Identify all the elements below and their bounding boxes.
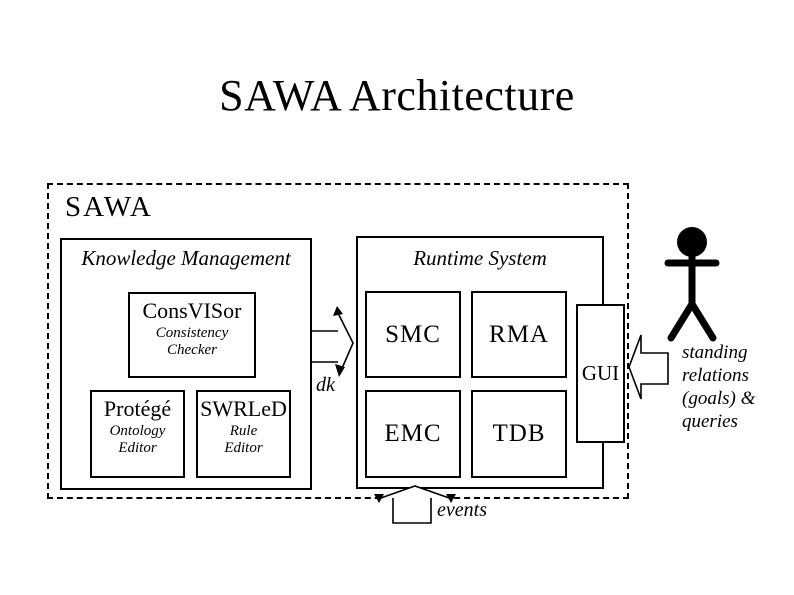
swrled-subtitle: Rule Editor xyxy=(224,423,263,456)
events-arrow-icon xyxy=(374,485,456,524)
person-icon xyxy=(664,227,720,342)
user-input-arrow-icon xyxy=(628,334,669,400)
swrled-title: SWRLeD xyxy=(200,396,287,421)
runtime-system-label: Runtime System xyxy=(413,246,547,270)
dk-flow-label: dk xyxy=(316,374,335,396)
protege-subtitle: Ontology Editor xyxy=(109,423,166,456)
knowledge-management-label: Knowledge Management xyxy=(81,246,291,270)
rma-box: RMA xyxy=(471,291,567,378)
sawa-system-label: SAWA xyxy=(65,191,153,223)
emc-box: EMC xyxy=(365,390,461,478)
gui-box: GUI xyxy=(576,304,625,443)
user-input-annotation: standing relations (goals) & queries xyxy=(682,342,756,432)
consvisor-box: ConsVISor Consistency Checker xyxy=(128,292,256,378)
dk-arrow-icon xyxy=(310,306,354,377)
consvisor-subtitle: Consistency Checker xyxy=(155,325,229,358)
page-title: SAWA Architecture xyxy=(219,71,575,120)
protege-box: Protégé Ontology Editor xyxy=(90,390,185,478)
swrled-box: SWRLeD Rule Editor xyxy=(196,390,291,478)
events-flow-label: events xyxy=(437,499,487,521)
protege-title: Protégé xyxy=(103,396,172,421)
consvisor-title: ConsVISor xyxy=(142,298,242,323)
smc-box: SMC xyxy=(365,291,461,378)
tdb-box: TDB xyxy=(471,390,567,478)
